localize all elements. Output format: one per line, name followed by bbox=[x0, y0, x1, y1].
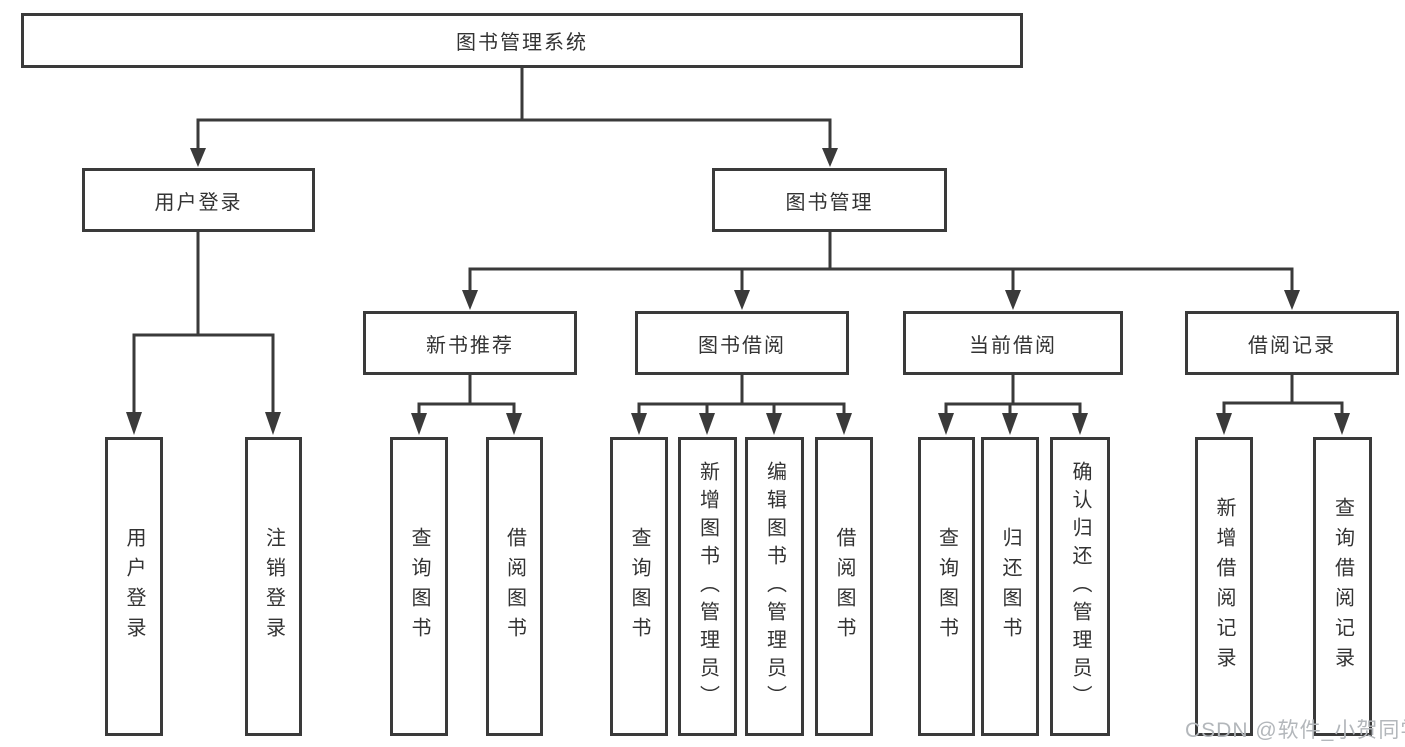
leaf-add-borrow-record-label: 新增借阅记录 bbox=[1213, 496, 1235, 677]
leaf-confirm-return-admin: 确认归还（管理员） bbox=[1050, 437, 1110, 736]
leaf-edit-book-admin-label: 编辑图书（管理员） bbox=[763, 460, 786, 713]
leaf-borrow-books-recommend: 借阅图书 bbox=[486, 437, 543, 736]
node-user-login: 用户登录 bbox=[82, 168, 315, 232]
leaf-add-book-admin: 新增图书（管理员） bbox=[678, 437, 737, 736]
leaf-confirm-return-admin-label: 确认归还（管理员） bbox=[1069, 460, 1091, 713]
node-book-management-label: 图书管理 bbox=[785, 191, 874, 214]
node-borrow-records-label: 借阅记录 bbox=[1248, 334, 1336, 357]
leaf-borrow-books: 借阅图书 bbox=[815, 437, 873, 736]
leaf-edit-book-admin: 编辑图书（管理员） bbox=[745, 437, 804, 736]
leaf-return-book: 归还图书 bbox=[981, 437, 1039, 736]
leaf-borrow-books-recommend-label: 借阅图书 bbox=[503, 526, 526, 647]
leaf-return-book-label: 归还图书 bbox=[999, 526, 1021, 647]
leaf-query-books-current-label: 查询图书 bbox=[935, 526, 958, 647]
leaf-user-login: 用户登录 bbox=[105, 437, 163, 736]
leaf-query-books-borrow-label: 查询图书 bbox=[628, 526, 650, 647]
node-book-management: 图书管理 bbox=[712, 168, 947, 232]
leaf-logout-label: 注销登录 bbox=[262, 526, 285, 647]
leaf-query-books-borrow: 查询图书 bbox=[610, 437, 668, 736]
node-current-borrow: 当前借阅 bbox=[903, 311, 1123, 375]
leaf-user-login-label: 用户登录 bbox=[123, 526, 145, 647]
node-book-borrow: 图书借阅 bbox=[635, 311, 849, 375]
node-book-borrow-label: 图书借阅 bbox=[698, 334, 786, 357]
leaf-logout: 注销登录 bbox=[245, 437, 302, 736]
node-new-book-recommend-label: 新书推荐 bbox=[426, 334, 514, 357]
leaf-query-books-recommend-label: 查询图书 bbox=[408, 526, 430, 647]
leaf-add-book-admin-label: 新增图书（管理员） bbox=[696, 460, 719, 713]
leaf-borrow-books-label: 借阅图书 bbox=[833, 526, 855, 647]
leaf-add-borrow-record: 新增借阅记录 bbox=[1195, 437, 1253, 736]
leaf-query-books-current: 查询图书 bbox=[918, 437, 975, 736]
leaf-query-books-recommend: 查询图书 bbox=[390, 437, 448, 736]
node-current-borrow-label: 当前借阅 bbox=[969, 334, 1057, 357]
leaf-query-borrow-record: 查询借阅记录 bbox=[1313, 437, 1372, 736]
node-user-login-label: 用户登录 bbox=[154, 191, 243, 214]
node-borrow-records: 借阅记录 bbox=[1185, 311, 1399, 375]
node-new-book-recommend: 新书推荐 bbox=[363, 311, 577, 375]
node-root: 图书管理系统 bbox=[21, 13, 1023, 68]
watermark: CSDN @软件_小贺同学 bbox=[1185, 719, 1405, 742]
node-root-label: 图书管理系统 bbox=[456, 32, 588, 54]
leaf-query-borrow-record-label: 查询借阅记录 bbox=[1331, 496, 1354, 677]
